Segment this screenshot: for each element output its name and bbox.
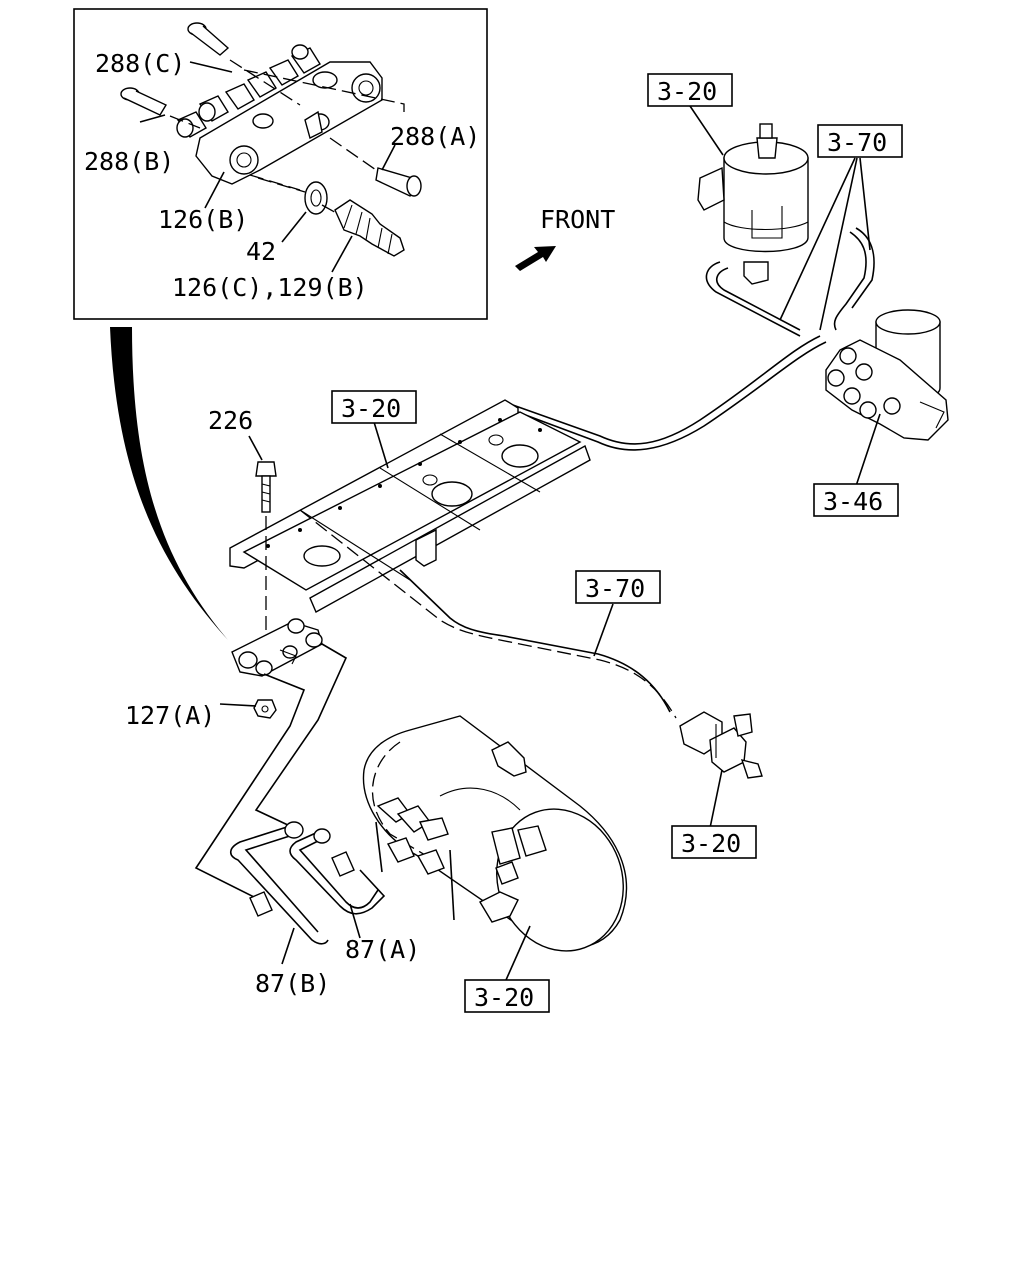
pipe-87b [229,825,329,945]
leader-line [593,603,614,657]
label-288a: 288(A) [390,122,480,151]
hose-line [851,227,875,309]
inset-callout-curve [110,327,228,640]
leader-line [248,435,263,461]
leader-line [505,925,531,981]
pipe-hidden [299,509,677,719]
leader-line [819,157,858,331]
leader-line [779,157,856,321]
ref-box [817,124,903,158]
leader-dash [229,59,301,106]
main-air-tank [362,715,628,952]
leader-line [281,211,307,243]
ref-box [813,483,899,517]
front-direction-arrow-icon [515,246,556,271]
leader-line [331,235,353,273]
label-288b: 288(B) [84,147,174,176]
leader-dash [249,174,301,191]
leader-line [689,105,724,156]
label-127a: 127(A) [125,701,215,730]
connector-fitting [334,199,405,257]
leader-line [859,157,871,251]
label-42: 42 [246,237,276,266]
air-pipe [194,673,306,899]
leader-dash [321,204,339,215]
air-dryer-assembly [825,309,949,441]
bolt-226 [255,461,277,513]
ref-box [671,825,757,859]
leader-line [381,144,396,171]
ref-3-20-tank: 3-20 [474,983,534,1012]
manifold-block [231,618,323,677]
chassis-crossmember [229,399,591,613]
ref-box [464,979,550,1013]
leader-dash [169,115,201,129]
ref-3-20-frame: 3-20 [341,394,401,423]
relay-valve [679,711,763,779]
ref-3-20-top: 3-20 [657,77,717,106]
leader-dash [243,69,405,112]
manifold-block-detail [176,44,383,185]
air-pipe [399,569,671,713]
leader-line [709,769,723,829]
leader-dash [329,137,377,171]
leader-line [204,171,225,209]
label-87a: 87(A) [345,935,420,964]
air-pipe [511,341,827,451]
upper-air-reservoir [697,123,809,337]
leader-line [219,703,257,707]
ref-box [647,73,733,107]
pin-288a [375,167,422,197]
front-indicator: FRONT [515,205,615,271]
leader-line [349,903,361,939]
label-226: 226 [208,406,253,435]
ref-3-70-top: 3-70 [827,128,887,157]
label-87b: 87(B) [255,969,330,998]
pipe-87b [244,833,319,933]
pin-288c [187,22,230,56]
nut-127a [253,699,277,719]
label-126b: 126(B) [158,205,248,234]
air-pipe [254,643,348,827]
pin-288b [120,87,167,116]
ref-3-70-mid: 3-70 [585,574,645,603]
inset-detail-box: 288(C) 288(B) 288(A) 126(B) 42 126(C),12… [73,8,488,320]
label-126c-129b: 126(C),129(B) [172,273,368,302]
label-288c: 288(C) [95,49,185,78]
ref-box [331,390,417,424]
hose-line [833,231,867,331]
pipe-87a [298,839,379,909]
ref-3-20-valve: 3-20 [681,829,741,858]
ref-3-46: 3-46 [823,487,883,516]
leader-line [189,61,233,73]
pipe-87a [289,831,386,915]
leader-line [281,927,295,965]
leader-line [373,421,389,469]
leader-line [855,413,881,487]
washer-42 [304,181,328,215]
fittings-87 [249,821,355,917]
leader-line [139,114,166,123]
ref-box [575,570,661,604]
front-label: FRONT [540,205,615,234]
air-pipe [509,335,821,445]
